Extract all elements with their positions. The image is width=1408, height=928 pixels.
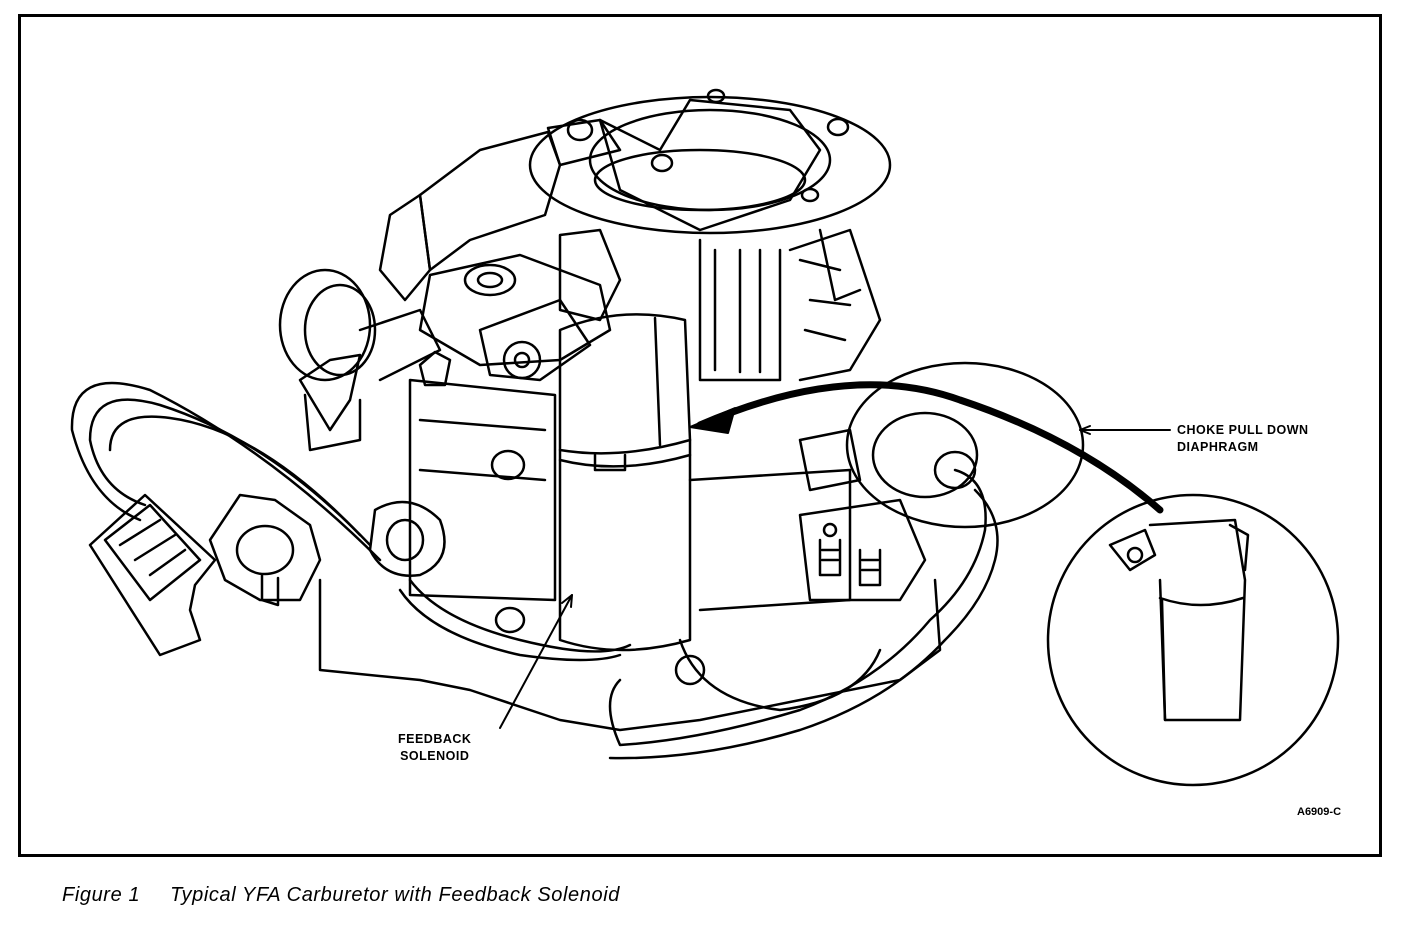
solenoid-arrow xyxy=(689,381,1164,514)
feedback-leader-line xyxy=(499,594,573,729)
choke-diaphragm xyxy=(608,361,1085,760)
air-horn-flange xyxy=(528,88,892,235)
figure-caption: Figure 1 Typical YFA Carburetor with Feed… xyxy=(62,884,620,907)
drawing-id: A6909-C xyxy=(1297,806,1342,818)
figure-frame xyxy=(18,14,1382,857)
feedback-solenoid-label: FEEDBACK SOLENOID xyxy=(398,731,471,765)
figure-number: Figure 1 xyxy=(62,884,141,906)
throttle-lever xyxy=(408,298,592,634)
fuel-bowl xyxy=(318,428,942,732)
carburetor-body xyxy=(378,130,882,382)
choke-diaphragm-label: CHOKE PULL DOWN DIAPHRAGM xyxy=(1177,422,1309,456)
figure-caption-text: Typical YFA Carburetor with Feedback Sol… xyxy=(170,884,620,906)
feedback-label-line1: FEEDBACK xyxy=(398,732,472,746)
choke-label-line1: CHOKE PULL DOWN xyxy=(1177,423,1309,437)
choke-leader-line xyxy=(1079,425,1171,435)
feedback-label-line2: SOLENOID xyxy=(400,749,470,763)
wiring-harness xyxy=(70,381,632,662)
left-vent-housing xyxy=(278,268,442,452)
choke-label-line2: DIAPHRAGM xyxy=(1177,440,1259,454)
feedback-solenoid xyxy=(558,313,692,652)
inset-detail xyxy=(1046,493,1340,787)
